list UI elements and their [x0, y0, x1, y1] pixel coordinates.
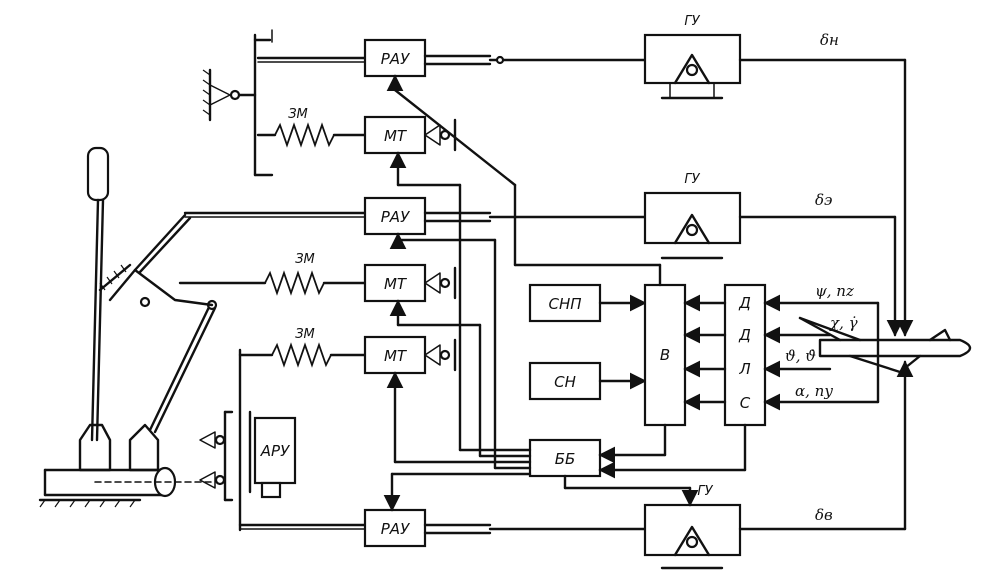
sensor-s: С	[740, 394, 751, 412]
rudder-channel: РАУ ГУ δн ЗМ МТ	[202, 14, 914, 337]
output-rudder: δн	[820, 31, 839, 49]
rau-bottom	[363, 508, 427, 548]
mt-top-label: МТ	[384, 127, 408, 145]
zm-mid-label: ЗМ	[295, 252, 315, 267]
control-stick-mechanism	[38, 146, 218, 508]
elevator-channel: РАУ ГУ δв	[238, 360, 914, 570]
stick-grip	[86, 146, 110, 202]
zm-low-label: ЗМ	[295, 327, 315, 342]
input-pitch: ϑ, ϑ̇	[785, 347, 816, 365]
bb-box	[528, 438, 602, 478]
pivot-mount-top	[202, 68, 257, 122]
input-roll: χ, γ̇	[829, 314, 858, 332]
input-aoa: α, nу	[795, 382, 833, 400]
sn-box	[528, 361, 602, 401]
v-box	[643, 283, 687, 427]
input-yaw: ψ, nz	[815, 282, 854, 300]
sensor-d2: Д	[738, 326, 751, 344]
pitch-trim: ЗМ МТ	[238, 327, 457, 532]
mt-mid	[363, 263, 427, 303]
v-label: В	[660, 346, 670, 364]
mt-low-label: МТ	[384, 347, 408, 365]
gu-top-label: ГУ	[684, 14, 700, 29]
rau-top-label: РАУ	[381, 50, 410, 68]
gu-bottom-label: ГУ	[697, 484, 713, 499]
output-elevator: δв	[815, 506, 833, 524]
aru-label: АРУ	[260, 442, 290, 460]
snp-label: СНП	[548, 295, 581, 313]
rau-bottom-label: РАУ	[381, 520, 410, 538]
bb-label: ББ	[555, 450, 576, 468]
rau-mid	[363, 196, 427, 236]
output-aileron: δэ	[815, 191, 832, 209]
rau-mid-label: РАУ	[381, 208, 410, 226]
mt-top	[363, 115, 427, 155]
sensor-box	[723, 283, 767, 427]
gu-mid-label: ГУ	[684, 172, 700, 187]
aru-unit: АРУ	[199, 410, 297, 502]
zm-top-label: ЗМ	[288, 107, 308, 122]
sensor-l: Л	[738, 360, 750, 378]
aileron-channel: РАУ ГУ δэ ЗМ МТ	[178, 172, 904, 337]
mt-mid-label: МТ	[384, 275, 408, 293]
sn-label: СН	[554, 373, 576, 391]
snp-box	[528, 283, 602, 323]
aircraft-icon	[798, 316, 972, 374]
aru-box	[253, 416, 297, 485]
sensor-d1: Д	[738, 294, 751, 312]
computer-section: СНП СН В Д Д Л С ψ, nz χ, γ̇ ϑ, ϑ̇ α, nу…	[383, 74, 880, 512]
